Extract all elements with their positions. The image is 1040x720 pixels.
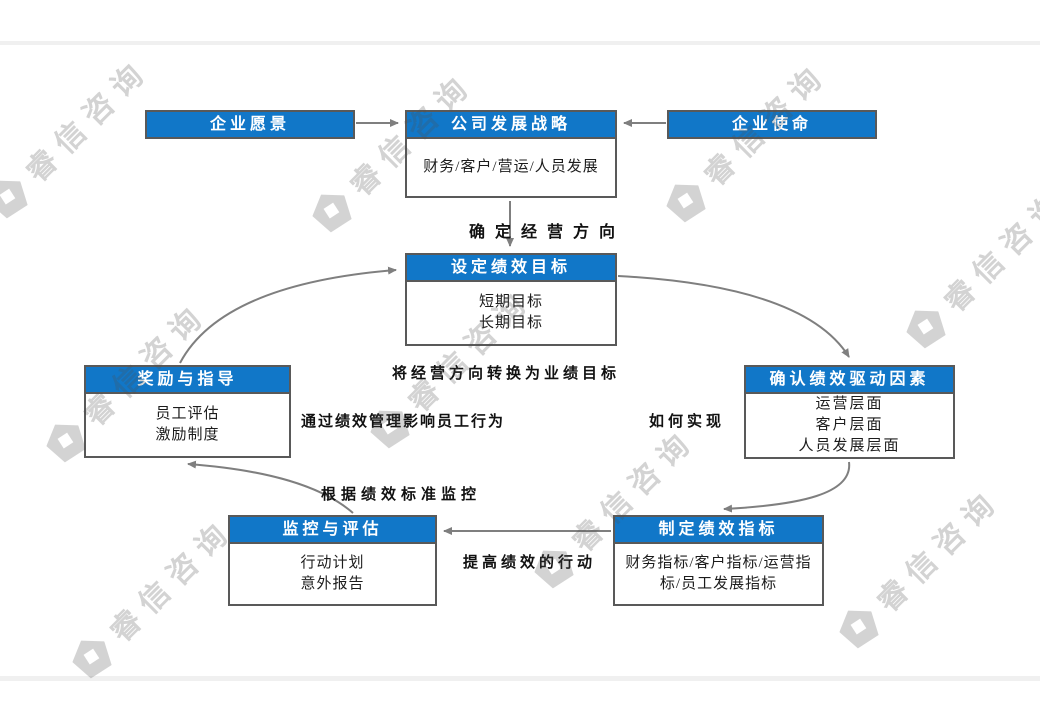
- node-indicator-body: 财务指标/客户指标/运营指标/员工发展指标: [613, 544, 824, 606]
- node-strategy-title: 公司发展战略: [450, 116, 571, 133]
- node-indicator-line: 财务指标/客户指标/运营指标/员工发展指标: [625, 555, 812, 592]
- label-monitor-by-standard: 根据绩效标准监控: [321, 487, 482, 503]
- node-target: 设定绩效目标 短期目标 长期目标: [405, 253, 617, 346]
- node-monitor-body: 行动计划 意外报告: [228, 544, 437, 606]
- node-reward-line: 员工评估: [155, 406, 220, 422]
- arrow-monitor-to-reward: [187, 460, 354, 514]
- node-driver-header: 确认绩效驱动因素: [744, 365, 955, 394]
- top-divider-band: [0, 41, 1040, 45]
- node-vision-title: 企业愿景: [209, 116, 290, 133]
- node-reward-line: 激励制度: [155, 427, 220, 443]
- node-reward-header: 奖励与指导: [84, 365, 291, 394]
- node-driver-line: 人员发展层面: [798, 438, 901, 454]
- node-monitor-title: 监控与评估: [282, 521, 383, 538]
- arrow-reward-to-target: [179, 266, 397, 364]
- node-reward: 奖励与指导 员工评估 激励制度: [84, 365, 291, 458]
- node-mission-title: 企业使命: [731, 116, 812, 133]
- label-how-to-achieve: 如何实现: [649, 414, 726, 430]
- node-indicator: 制定绩效指标 财务指标/客户指标/运营指标/员工发展指标: [613, 515, 824, 606]
- node-strategy-header: 公司发展战略: [405, 110, 617, 139]
- node-monitor-line: 行动计划: [300, 555, 365, 571]
- node-indicator-title: 制定绩效指标: [658, 521, 779, 538]
- node-indicator-header: 制定绩效指标: [613, 515, 824, 544]
- node-target-line: 短期目标: [478, 294, 543, 310]
- label-improve-action: 提高绩效的行动: [463, 555, 597, 571]
- node-driver-line: 运营层面: [815, 396, 884, 412]
- node-target-title: 设定绩效目标: [450, 259, 571, 276]
- node-target-body: 短期目标 长期目标: [405, 282, 617, 346]
- node-reward-body: 员工评估 激励制度: [84, 394, 291, 458]
- label-influence-behavior: 通过绩效管理影响员工行为: [301, 414, 506, 430]
- node-strategy: 公司发展战略 财务/客户/营运/人员发展: [405, 110, 617, 198]
- arrow-target-to-driver: [617, 275, 850, 358]
- label-convert-to-targets: 将经营方向转换为业绩目标: [392, 366, 621, 382]
- node-mission: 企业使命: [667, 110, 877, 139]
- node-driver-title: 确认绩效驱动因素: [769, 371, 930, 388]
- node-mission-header: 企业使命: [667, 110, 877, 139]
- node-driver-body: 运营层面 客户层面 人员发展层面: [744, 394, 955, 459]
- node-driver: 确认绩效驱动因素 运营层面 客户层面 人员发展层面: [744, 365, 955, 459]
- bottom-divider-band: [0, 676, 1040, 681]
- node-target-header: 设定绩效目标: [405, 253, 617, 282]
- node-monitor-header: 监控与评估: [228, 515, 437, 544]
- node-vision-header: 企业愿景: [145, 110, 355, 139]
- node-monitor-line: 意外报告: [300, 576, 365, 592]
- arrow-driver-to-indicator: [723, 461, 851, 513]
- node-strategy-body: 财务/客户/营运/人员发展: [405, 139, 617, 198]
- node-vision: 企业愿景: [145, 110, 355, 139]
- node-monitor: 监控与评估 行动计划 意外报告: [228, 515, 437, 606]
- node-driver-line: 客户层面: [815, 417, 884, 433]
- node-strategy-line: 财务/客户/营运/人员发展: [423, 159, 599, 175]
- label-set-direction: 确定经营方向: [469, 224, 626, 241]
- node-target-line: 长期目标: [478, 315, 543, 331]
- node-reward-title: 奖励与指导: [137, 371, 238, 388]
